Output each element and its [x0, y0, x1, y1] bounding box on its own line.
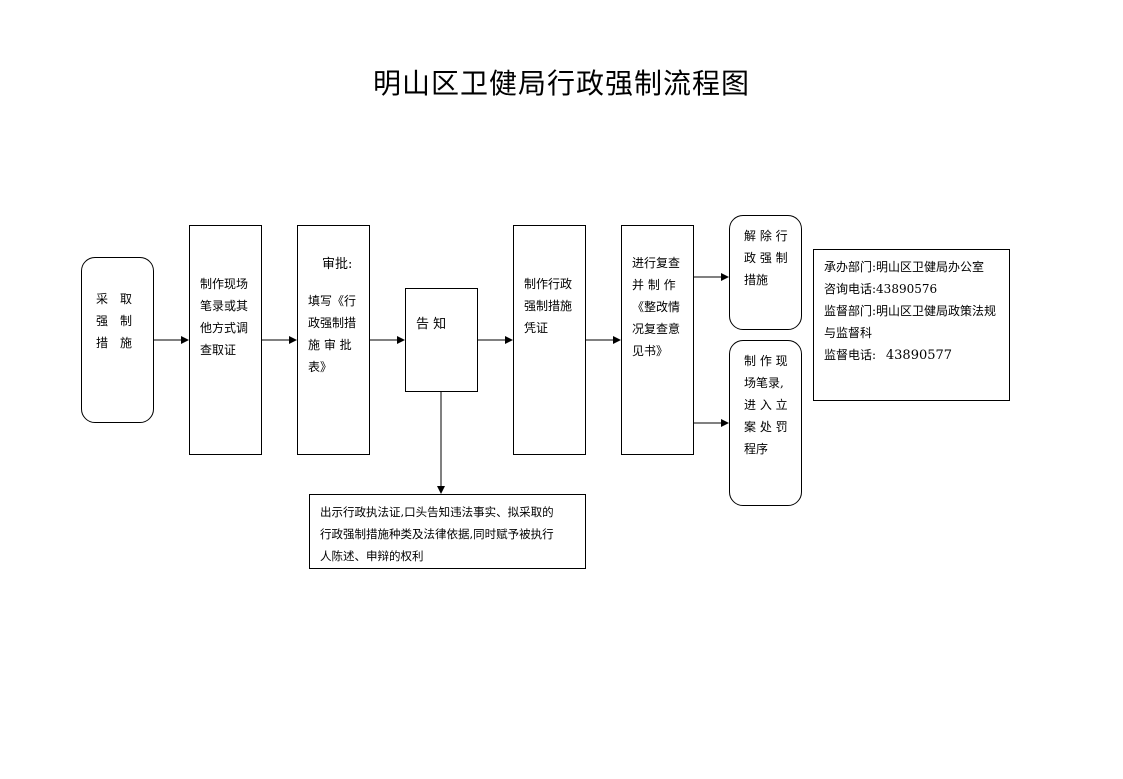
step-notify-text: 告 知	[416, 317, 447, 332]
outcome-lift-measures: 解 除 行 政 强 制 措施	[729, 215, 802, 330]
step-reinspection-text: 进行复查 并 制 作 《整改情 况复查意 见书》	[632, 256, 681, 358]
step-approval-text: 填写《行 政强制措 施 审 批 表》	[308, 294, 357, 374]
info-supervise-phone-label: 监督电话:	[824, 348, 877, 362]
contact-info-box: 承办部门:明山区卫健局办公室 咨询电话:43890576 监督部门:明山区卫健局…	[813, 249, 1010, 401]
notice-detail-text: 出示行政执法证,口头告知违法事实、拟采取的 行政强制措施种类及法律依据,同时赋予…	[320, 505, 554, 563]
info-supervise-phone: 43890577	[885, 348, 953, 363]
info-supervise-phone-row: 监督电话: 43890577	[824, 344, 1009, 367]
info-supervise-dept: 监督部门:明山区卫健局政策法规 与监督科	[824, 304, 997, 340]
outcome-lift-measures-text: 解 除 行 政 强 制 措施	[744, 229, 788, 287]
step-approval: 审批: 填写《行 政强制措 施 审 批 表》	[297, 225, 370, 455]
outcome-file-case: 制 作 现 场笔录, 进 入 立 案 处 罚 程序	[729, 340, 802, 506]
step-take-measures-text: 采 取 强 制 措 施	[96, 292, 133, 350]
outcome-file-case-text: 制 作 现 场笔录, 进 入 立 案 处 罚 程序	[744, 354, 788, 456]
step-notify: 告 知	[405, 288, 478, 392]
step-issue-certificate: 制作行政 强制措施 凭证	[513, 225, 586, 455]
step-take-measures: 采 取 强 制 措 施	[81, 257, 154, 423]
page-title: 明山区卫健局行政强制流程图	[372, 67, 750, 100]
notice-detail-box: 出示行政执法证,口头告知违法事实、拟采取的 行政强制措施种类及法律依据,同时赋予…	[309, 494, 586, 569]
step-issue-certificate-text: 制作行政 强制措施 凭证	[524, 277, 573, 335]
step-on-site-record: 制作现场 笔录或其 他方式调 查取证	[189, 225, 262, 455]
step-on-site-record-text: 制作现场 笔录或其 他方式调 查取证	[200, 277, 249, 357]
info-consult-phone: 咨询电话:43890576	[824, 282, 938, 296]
info-department: 承办部门:明山区卫健局办公室	[824, 260, 985, 274]
step-reinspection: 进行复查 并 制 作 《整改情 况复查意 见书》	[621, 225, 694, 455]
step-approval-heading: 审批:	[322, 257, 353, 272]
